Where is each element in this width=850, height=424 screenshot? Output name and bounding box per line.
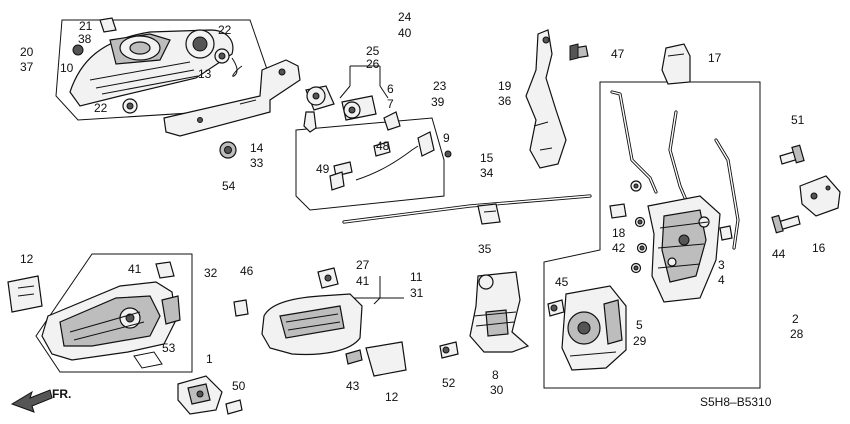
callout-34: 34	[480, 166, 494, 180]
door-lock-actuator-assembly	[609, 90, 740, 303]
callout-24: 24	[398, 10, 412, 24]
callout-7: 7	[387, 97, 394, 111]
callout-10: 10	[60, 61, 74, 75]
callout-11: 11	[410, 270, 423, 284]
callout-33: 33	[250, 156, 264, 170]
callout-53: 53	[162, 341, 176, 355]
actuator-1	[177, 375, 223, 415]
nut-54	[219, 141, 237, 159]
bracket-8-30	[469, 271, 530, 353]
callout-27: 27	[356, 258, 370, 272]
callout-46: 46	[240, 264, 254, 278]
cover-17	[661, 43, 691, 85]
screw-50	[225, 399, 243, 415]
front-direction-arrow	[10, 389, 53, 413]
callout-38: 38	[78, 32, 92, 46]
callout-51: 51	[791, 113, 805, 127]
callout-37: 37	[20, 60, 34, 74]
callout-31: 31	[410, 286, 424, 300]
callout-29: 29	[633, 334, 647, 348]
diagram-code: S5H8–B5310	[700, 395, 772, 409]
callout-12: 12	[20, 252, 34, 266]
inner-handle-assembly-32	[41, 261, 181, 369]
callout-1: 1	[206, 352, 213, 366]
callout-44: 44	[772, 247, 786, 261]
front-direction-label: FR.	[52, 387, 71, 401]
cable-bracket-19-36	[525, 29, 567, 169]
screw-45	[547, 299, 565, 317]
outer-door-handle-assembly	[69, 17, 301, 137]
callout-41: 41	[356, 274, 370, 288]
screw-43	[345, 349, 363, 365]
callout-8: 8	[492, 368, 499, 382]
callout-32: 32	[204, 266, 218, 280]
callout-2: 2	[792, 312, 799, 326]
callout-30: 30	[490, 383, 504, 397]
callout-18: 18	[612, 226, 626, 240]
callout-12: 12	[385, 390, 399, 404]
callout-28: 28	[790, 327, 804, 341]
screw-44	[771, 214, 801, 234]
callout-21: 21	[79, 19, 93, 33]
callout-47: 47	[611, 47, 625, 61]
callout-43: 43	[346, 379, 360, 393]
callout-45: 45	[555, 275, 569, 289]
callout-48: 48	[376, 139, 390, 153]
actuator-5-29	[561, 285, 627, 371]
clip-35	[477, 203, 501, 225]
callout-15: 15	[480, 151, 494, 165]
door-cylinder-and-key	[303, 85, 452, 191]
callout-36: 36	[498, 94, 512, 108]
callout-40: 40	[398, 26, 412, 40]
callout-9: 9	[443, 131, 450, 145]
callout-22: 22	[94, 101, 108, 115]
callout-20: 20	[20, 45, 34, 59]
callout-23: 23	[433, 79, 447, 93]
callout-17: 17	[708, 51, 722, 65]
callout-16: 16	[812, 241, 826, 255]
cap-12-right	[365, 341, 407, 377]
striker-16	[799, 175, 841, 217]
callout-50: 50	[232, 379, 246, 393]
callout-14: 14	[250, 141, 264, 155]
callout-25: 25	[366, 44, 380, 58]
callout-52: 52	[442, 376, 456, 390]
callout-42: 42	[612, 241, 626, 255]
callout-5: 5	[636, 318, 643, 332]
callout-13: 13	[198, 67, 212, 81]
rod-15-34	[342, 194, 592, 224]
callout-39: 39	[431, 95, 445, 109]
group-outlines	[35, 19, 761, 389]
callout-54: 54	[222, 179, 236, 193]
screw-52	[439, 341, 459, 359]
inner-door-handle-11-31	[261, 293, 363, 356]
callout-6: 6	[387, 82, 394, 96]
callout-26: 26	[366, 57, 380, 71]
callout-19: 19	[498, 79, 512, 93]
cover-12-left	[7, 275, 43, 313]
screw-51	[779, 144, 805, 165]
callout-4: 4	[718, 273, 725, 287]
callout-22: 22	[218, 23, 232, 37]
callout-3: 3	[718, 258, 725, 272]
callout-49: 49	[316, 162, 330, 176]
clip-46	[233, 299, 249, 317]
callout-35: 35	[478, 242, 492, 256]
callout-41: 41	[128, 262, 142, 276]
grommet-47	[569, 43, 589, 61]
clip-27-41	[317, 267, 339, 289]
